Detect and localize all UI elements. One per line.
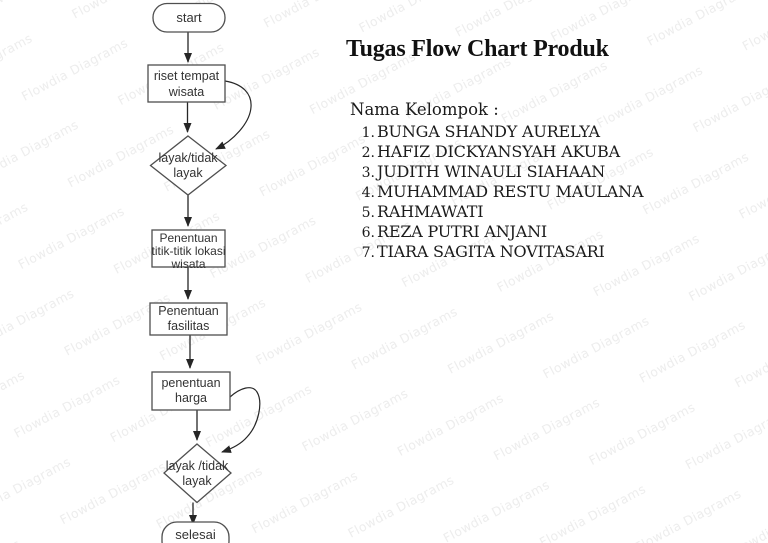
curve-harga-decision2 xyxy=(221,387,261,453)
decision1-node xyxy=(149,135,228,196)
item-name: BUNGA SHANDY AURELYA xyxy=(377,122,600,141)
list-item: 3. JUDITH WINAULI SIAHAAN xyxy=(350,162,643,182)
list-item: 4. MUHAMMAD RESTU MAULANA xyxy=(350,182,644,202)
end-label: selesai xyxy=(175,527,216,542)
item-name: MUHAMMAD RESTU MAULANA xyxy=(377,182,644,201)
item-number: 6. xyxy=(361,225,375,241)
list-item: 6. REZA PUTRI ANJANI xyxy=(350,222,643,242)
decision2-node xyxy=(163,443,232,504)
item-number: 1. xyxy=(361,125,375,141)
item-name: RAHMAWATI xyxy=(377,202,484,221)
process-riset-node xyxy=(147,64,226,103)
list-item: 7. TIARA SAGITA NOVITASARI xyxy=(350,242,643,262)
flowchart xyxy=(147,2,261,543)
process-lokasi-label: Penentuan titik-titik lokasi wisata xyxy=(151,230,226,271)
group-heading: Nama Kelompok : xyxy=(350,100,499,119)
item-number: 5. xyxy=(361,205,375,221)
item-name: JUDITH WINAULI SIAHAAN xyxy=(377,162,606,181)
item-number: 3. xyxy=(361,165,375,181)
process-harga-node xyxy=(151,371,231,411)
item-number: 2. xyxy=(361,145,375,161)
process-fasilitas-node xyxy=(149,302,228,336)
item-name: REZA PUTRI ANJANI xyxy=(377,222,548,241)
page-title: Tugas Flow Chart Produk xyxy=(346,36,609,62)
process-harga-label: penentuan harga xyxy=(161,376,221,405)
item-name: HAFIZ DICKYANSYAH AKUBA xyxy=(377,142,620,161)
list-item: 2. HAFIZ DICKYANSYAH AKUBA xyxy=(350,142,643,162)
item-name: TIARA SAGITA NOVITASARI xyxy=(377,242,605,261)
list-item: 1. BUNGA SHANDY AURELYA xyxy=(350,122,643,142)
curve-riset-decision1 xyxy=(215,80,252,150)
end-node xyxy=(161,521,230,543)
list-item: 5. RAHMAWATI xyxy=(350,202,643,222)
decision2-label: layak /tidak layak xyxy=(165,459,229,488)
item-number: 7. xyxy=(361,245,375,261)
process-fasilitas-label: Penentuan fasilitas xyxy=(158,304,219,333)
process-riset-label: riset tempat wisata xyxy=(153,69,220,99)
start-label: start xyxy=(176,10,202,26)
member-list: 1. BUNGA SHANDY AURELYA 2. HAFIZ DICKYAN… xyxy=(350,122,644,262)
item-number: 4. xyxy=(361,185,375,201)
process-lokasi-node xyxy=(151,229,226,268)
decision1-label: layak/tidak layak xyxy=(158,151,218,180)
start-node xyxy=(152,2,226,33)
